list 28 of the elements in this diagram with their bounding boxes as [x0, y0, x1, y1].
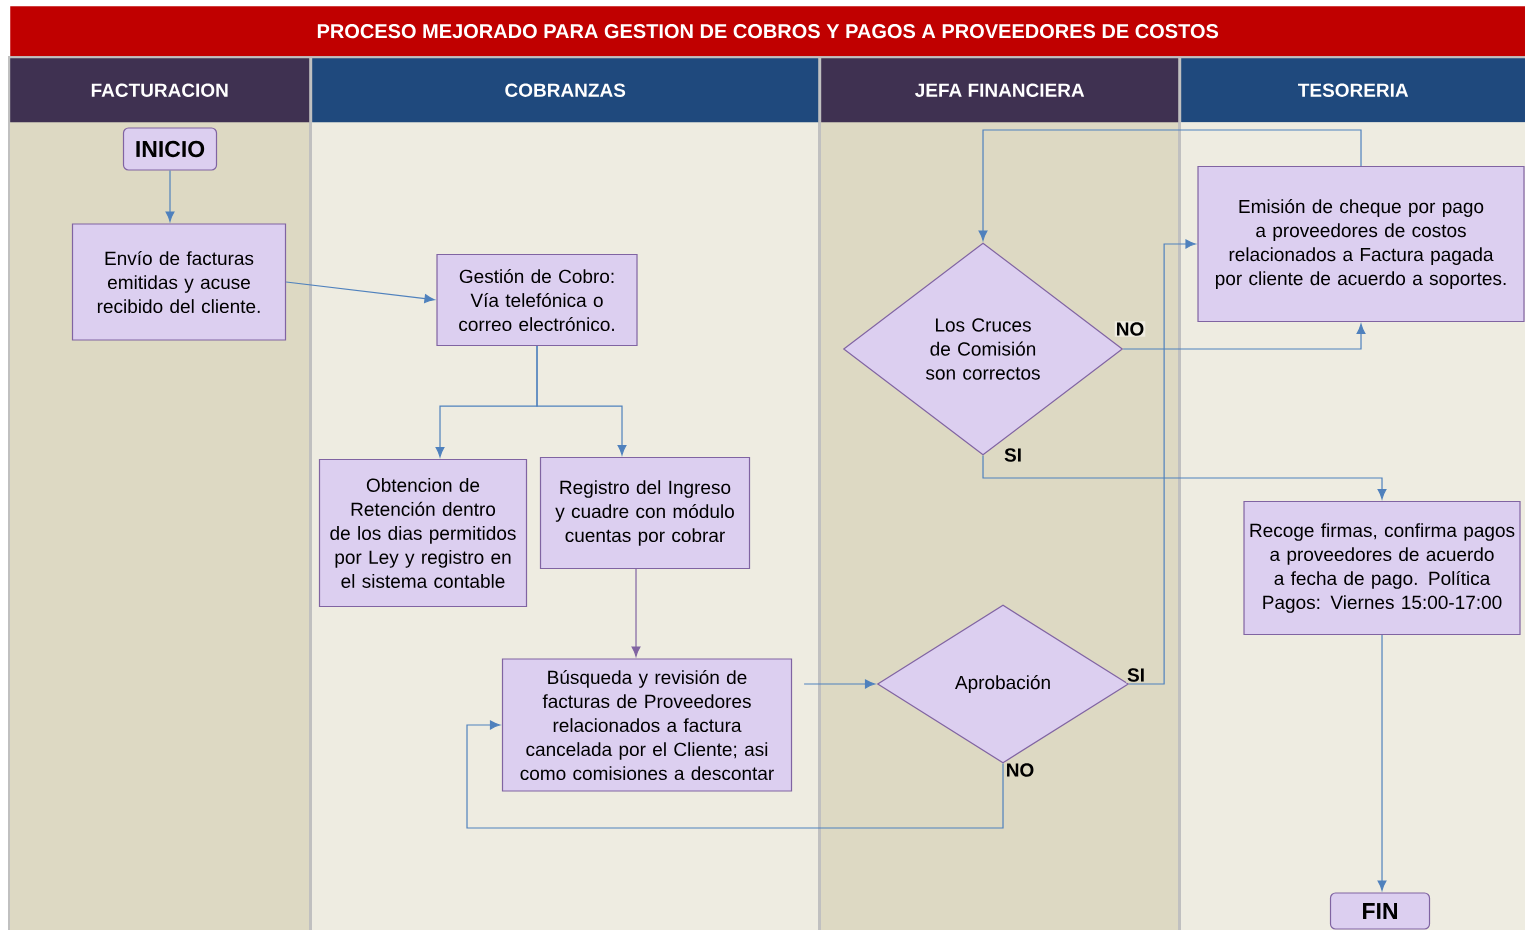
edge-label: NO [1004, 762, 1036, 778]
terminal-box: INICIO [122, 127, 218, 171]
title-bar: PROCESO MEJORADO PARA GESTION DE COBROS Y PAGOS A PROVEEDORES DE COSTOS [10, 6, 1525, 57]
edge-label: SI [1126, 667, 1146, 683]
arrow [466, 720, 1004, 829]
node-label: TESORERIA [1298, 83, 1409, 97]
arrow [285, 281, 435, 304]
arrow [631, 568, 641, 657]
terminal-box: FIN [1329, 892, 1431, 930]
process-box: Búsqueda y revisión de facturas de Proveedores relacionados a factura cancelada por el Cliente; asi como comisiones a descontar [501, 658, 793, 792]
process-box: Envío de facturas emitidas y acuse recibido del cliente. [71, 223, 287, 341]
process-box: Registro del Ingreso y cuadre con módulo cuentas por cobrar [539, 456, 751, 570]
process-box: Gestión de Cobro: Vía telefónica o correo electrónico. [436, 253, 638, 347]
arrow [1377, 634, 1387, 891]
node-label: JEFA FINANCIERA [915, 83, 1085, 97]
arrow [1128, 239, 1196, 685]
arrow [536, 345, 627, 456]
process-box: Emisión de cheque por pago a proveedores de costos relacionados a Factura pagada por cliente de acuerdo a soportes. [1197, 165, 1525, 323]
process-box: Recoge firmas, confirma pagos a proveedores de acuerdo a fecha de pago. Política Pagos: Viernes 15:00-17:00 [1243, 500, 1521, 636]
arrow [803, 679, 876, 689]
node-label: COBRANZAS [505, 83, 626, 97]
arrow [982, 455, 1387, 500]
process-box: Obtencion de Retención dentro de los dias permitidos por Ley y registro en el sistema contable [318, 458, 528, 608]
edge-label: NO [1114, 321, 1146, 337]
node-label: FACTURACION [91, 83, 228, 97]
arrow [1122, 323, 1366, 350]
arrow [978, 129, 1362, 241]
arrow [165, 170, 175, 222]
